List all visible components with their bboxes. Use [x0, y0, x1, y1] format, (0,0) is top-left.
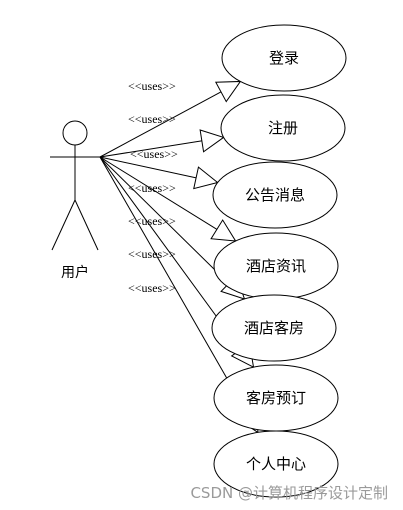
uses-label: <<uses>>	[128, 79, 176, 93]
connector-line	[99, 156, 236, 242]
use-case-ellipse	[221, 24, 347, 92]
actor-left-leg	[51, 199, 76, 251]
use-case: 公告消息	[212, 161, 338, 229]
use-case-label: 注册	[268, 119, 298, 137]
use-case: 登录	[221, 24, 347, 92]
watermark: CSDN @计算机程序设计定制	[190, 484, 388, 502]
use-case-ellipse	[220, 94, 346, 162]
uses-label: <<uses>>	[128, 181, 176, 195]
actor-user: 用户	[50, 120, 100, 281]
uses-label: <<uses>>	[128, 247, 176, 261]
use-case-ellipse	[211, 294, 337, 362]
use-case: 客房预订	[213, 364, 339, 432]
connector-line	[99, 81, 241, 158]
actor-head	[62, 120, 88, 146]
arrowhead	[210, 219, 237, 242]
use-case: 酒店客房	[211, 294, 337, 362]
uses-label: <<uses>>	[128, 281, 176, 295]
arrowhead	[199, 129, 225, 153]
use-case-label: 个人中心	[246, 455, 306, 473]
actor-label: 用户	[61, 264, 89, 281]
arrowhead	[193, 166, 219, 190]
use-case-ellipse	[212, 161, 338, 229]
use-case-label: 登录	[269, 49, 299, 67]
use-case-ellipse	[213, 430, 339, 498]
use-case-label: 公告消息	[245, 186, 305, 204]
actor-right-leg	[74, 199, 99, 251]
use-case-label: 酒店客房	[244, 319, 304, 337]
use-case: 个人中心	[213, 430, 339, 498]
uses-label: <<uses>>	[128, 214, 176, 228]
use-case-label: 客房预订	[246, 389, 306, 407]
arrowhead	[214, 80, 242, 103]
use-case: 酒店资讯	[213, 232, 339, 300]
uses-label: <<uses>>	[128, 112, 176, 126]
use-case-label: 酒店资讯	[246, 257, 306, 275]
use-case: 注册	[220, 94, 346, 162]
uses-label: <<uses>>	[130, 147, 178, 161]
